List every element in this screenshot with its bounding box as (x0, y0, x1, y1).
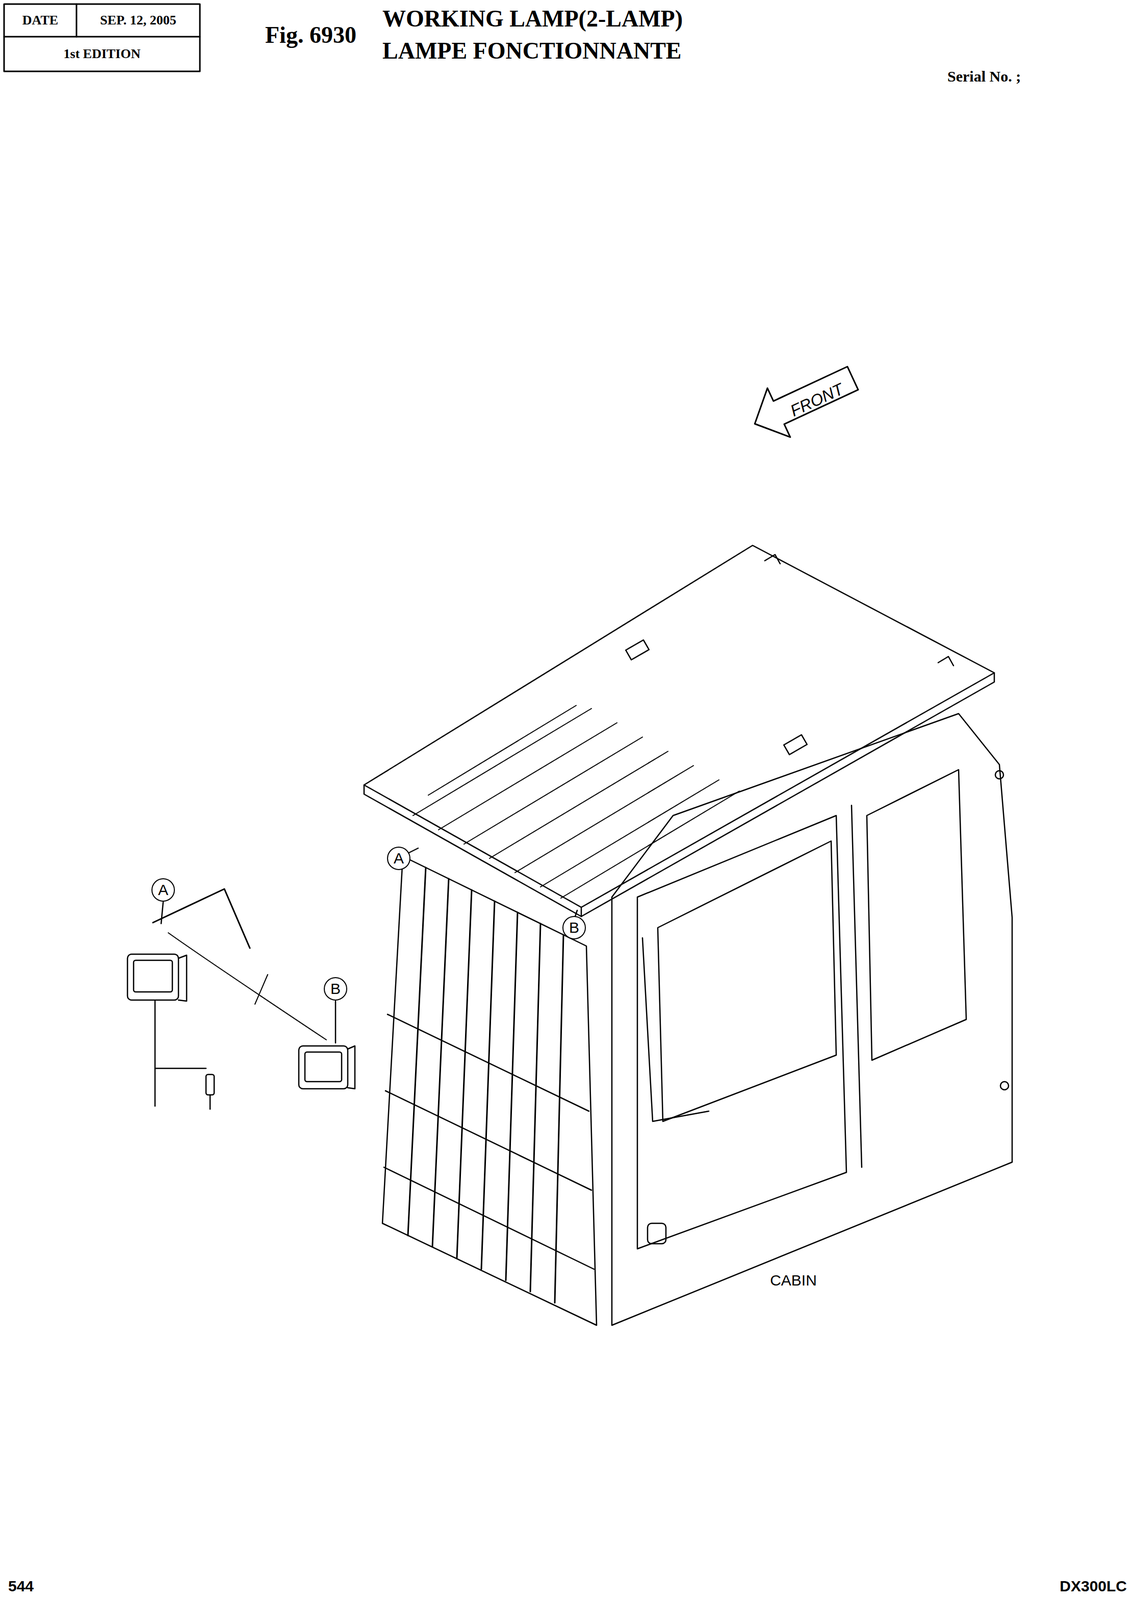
page-number: 544 (8, 1578, 34, 1596)
front-guard (382, 856, 597, 1326)
callout-circle: B (562, 916, 586, 940)
direction-arrow: FRONT (744, 351, 867, 449)
roof-plate (364, 545, 995, 908)
callout-circle: B (323, 977, 348, 1001)
callout-letter: B (330, 980, 341, 998)
table-cell: 1st EDITION (63, 46, 141, 62)
callout-circle: A (151, 878, 175, 902)
figure-title: WORKING LAMP(2-LAMP) LAMPE FONCTIONNANTE (382, 3, 770, 67)
rear-window (866, 769, 967, 1061)
serial-number: Serial No. ; (947, 67, 1021, 86)
callout-letter: B (569, 919, 580, 937)
figure-number: Fig. 6930 (265, 21, 357, 49)
callout-circle: A (387, 846, 411, 871)
cabin-body (611, 713, 1013, 1326)
model-name: DX300LC (1059, 1578, 1127, 1596)
callout-letter: A (158, 881, 169, 899)
table-cell: SEP. 12, 2005 (99, 12, 176, 29)
door-window (657, 841, 837, 1122)
table-cell: DATE (22, 12, 59, 29)
header-table (4, 4, 200, 72)
callout-letter: A (393, 849, 404, 868)
part-name: CABIN (769, 1272, 817, 1290)
cabin-door (637, 815, 847, 1250)
working-lamp (127, 954, 355, 1090)
